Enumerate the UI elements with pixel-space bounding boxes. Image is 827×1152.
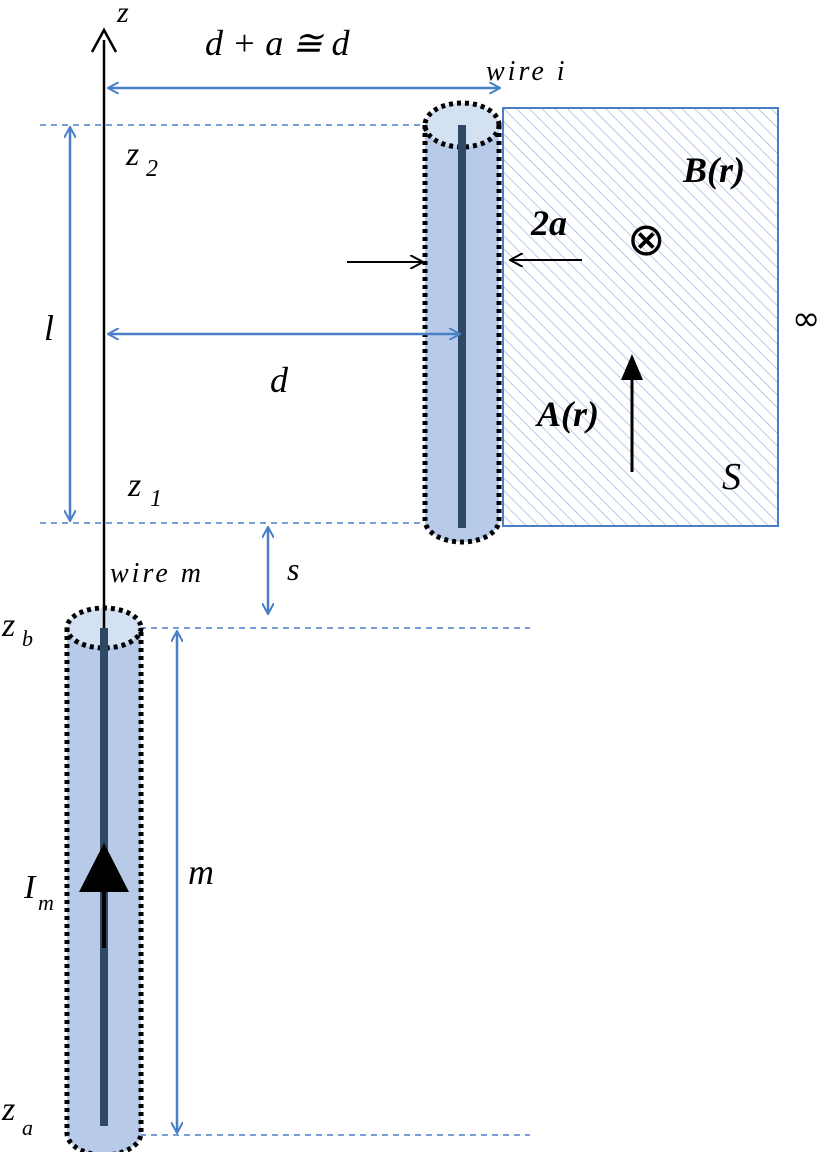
wire-m-label: wire m (110, 558, 204, 589)
d-label: d (270, 360, 289, 400)
infinity-label: ∞ (792, 299, 820, 339)
z1-subscript: 1 (150, 486, 162, 512)
s-label: s (287, 551, 299, 587)
zb-label: z (1, 607, 15, 644)
b-field-label: B(r) (682, 150, 745, 190)
b-field-into-page-icon: ⊗ (627, 212, 666, 266)
current-label: I (23, 869, 37, 906)
l-label: l (44, 308, 54, 348)
a-field-label: A(r) (535, 394, 599, 434)
za-subscript: a (22, 1115, 33, 1140)
za-label: z (1, 1091, 15, 1128)
z2-subscript: 2 (146, 156, 158, 182)
zb-subscript: b (22, 626, 33, 651)
z2-label: z (125, 136, 139, 173)
m-label: m (188, 852, 214, 892)
wire-i-label: wire i (486, 56, 568, 87)
wire-i (422, 100, 502, 545)
surface-s-label: S (722, 456, 741, 498)
vector-potential-arrow (621, 354, 643, 472)
spacing-label: d + a ≅ d (205, 23, 350, 63)
current-arrow (79, 843, 129, 948)
z-axis (90, 27, 118, 628)
two-a-label: 2a (530, 203, 567, 243)
surface-s-region (502, 107, 779, 527)
z1-label: z (127, 467, 141, 504)
current-subscript: m (38, 890, 54, 915)
z-axis-label: z (116, 0, 129, 29)
